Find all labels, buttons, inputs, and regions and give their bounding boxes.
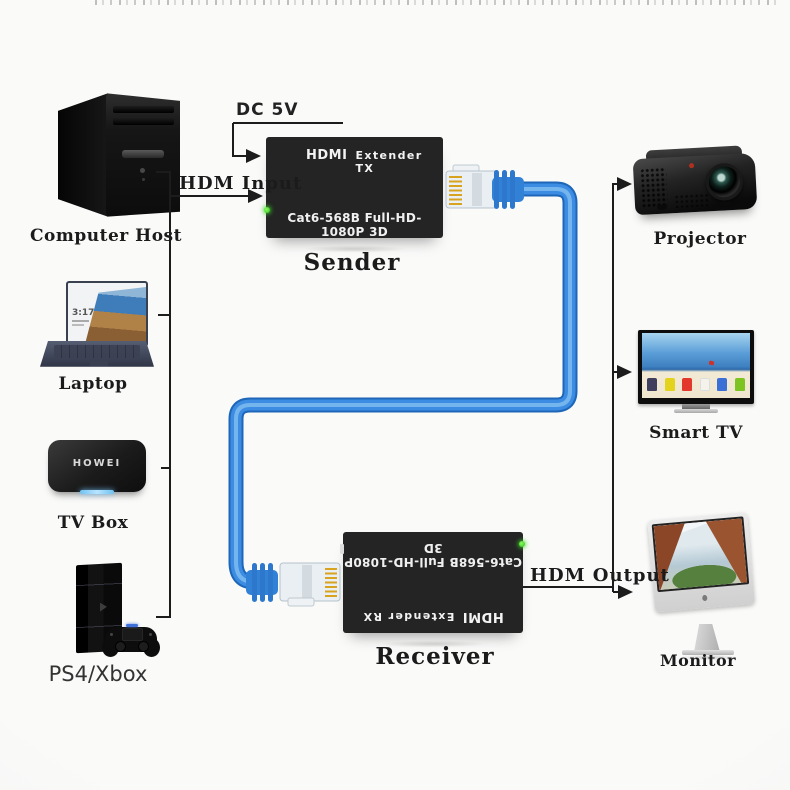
hdmi-logo-text: HDMI bbox=[462, 609, 504, 624]
receiver-model-text: Extender RX bbox=[362, 610, 455, 623]
smart-tv-image bbox=[638, 330, 758, 418]
rj45-gold-pins bbox=[325, 568, 337, 597]
beach-chairs bbox=[647, 375, 745, 391]
tv-box-logo: HOWEI bbox=[72, 458, 122, 469]
sender-power-led bbox=[264, 207, 270, 213]
receiver-spec-text: Cat6-568B Full-HD-1080P 3D bbox=[344, 541, 522, 569]
computer-host-image bbox=[58, 92, 180, 218]
receiver-unit: Cat6-568B Full-HD-1080P 3D HDMI Extender… bbox=[340, 532, 525, 649]
sender-faceplate-text: HDMI Extender TX bbox=[306, 148, 443, 175]
rj45-head bbox=[445, 170, 499, 209]
rj45-latch bbox=[452, 164, 480, 174]
rj45-head bbox=[279, 562, 341, 602]
apple-logo-icon bbox=[702, 594, 708, 602]
receiver-faceplate-text: HDMI Extender RX bbox=[343, 609, 523, 624]
tower-front-panel bbox=[106, 93, 180, 217]
gamepad-touchpad bbox=[122, 628, 143, 641]
tower-side-panel bbox=[58, 93, 108, 217]
rj45-connector-sender bbox=[445, 164, 524, 209]
rj45-gold-pins bbox=[449, 176, 462, 205]
rj45-connector-receiver bbox=[246, 562, 341, 607]
tv-box-led bbox=[80, 490, 114, 494]
receiver-caption: Receiver bbox=[375, 643, 495, 670]
gamepad-lightbar bbox=[126, 624, 138, 627]
vent-grille bbox=[674, 193, 710, 209]
right-trunk-line bbox=[612, 183, 619, 592]
projector-lens bbox=[704, 162, 744, 202]
arrow-into-smarttv bbox=[617, 365, 632, 379]
game-console-image bbox=[58, 560, 170, 666]
game-console-label: PS4/Xbox bbox=[48, 662, 148, 686]
monitor-label: Monitor bbox=[659, 651, 737, 670]
lockscreen-time: 3:17 bbox=[72, 308, 95, 318]
gamepad-image bbox=[98, 622, 164, 666]
receiver-power-led bbox=[519, 541, 525, 547]
projector-label: Projector bbox=[653, 229, 747, 249]
laptop-label: Laptop bbox=[58, 374, 128, 394]
laptop-image: 3:17 bbox=[40, 281, 154, 373]
vent-grille bbox=[640, 167, 669, 209]
cable-boot bbox=[246, 570, 278, 595]
dc-power-label: DC 5V bbox=[236, 100, 299, 120]
arrow-into-projector bbox=[617, 177, 632, 191]
cropped-text-fragments bbox=[95, 0, 780, 5]
hdmi-logo-text: HDMI bbox=[306, 148, 348, 163]
power-button bbox=[140, 168, 146, 173]
tv-box-image: HOWEI bbox=[48, 438, 146, 502]
arrow-into-monitor bbox=[618, 585, 633, 599]
sender-spec-text: Cat6-568B Full-HD-1080P 3D bbox=[287, 211, 422, 239]
monitor-image bbox=[647, 512, 766, 662]
hdm-input-label: HDM Input bbox=[179, 173, 303, 194]
tv-screen bbox=[642, 333, 750, 398]
arrow-dc5v bbox=[246, 149, 261, 163]
dc5v-line bbox=[232, 123, 248, 157]
hdm-output-label: HDM Output bbox=[530, 565, 670, 586]
rj45-port bbox=[340, 544, 344, 554]
laptop-keyboard bbox=[40, 341, 154, 367]
sender-model-text: Extender TX bbox=[355, 149, 423, 175]
sender-caption: Sender bbox=[303, 249, 401, 276]
cable-boot bbox=[492, 177, 524, 202]
tv-box-label: TV Box bbox=[57, 513, 129, 533]
smart-tv-label: Smart TV bbox=[649, 423, 743, 443]
laptop-screen: 3:17 bbox=[66, 281, 148, 347]
rj45-latch bbox=[287, 597, 315, 607]
computer-host-label: Computer Host bbox=[30, 226, 182, 246]
projector-image bbox=[632, 145, 762, 224]
